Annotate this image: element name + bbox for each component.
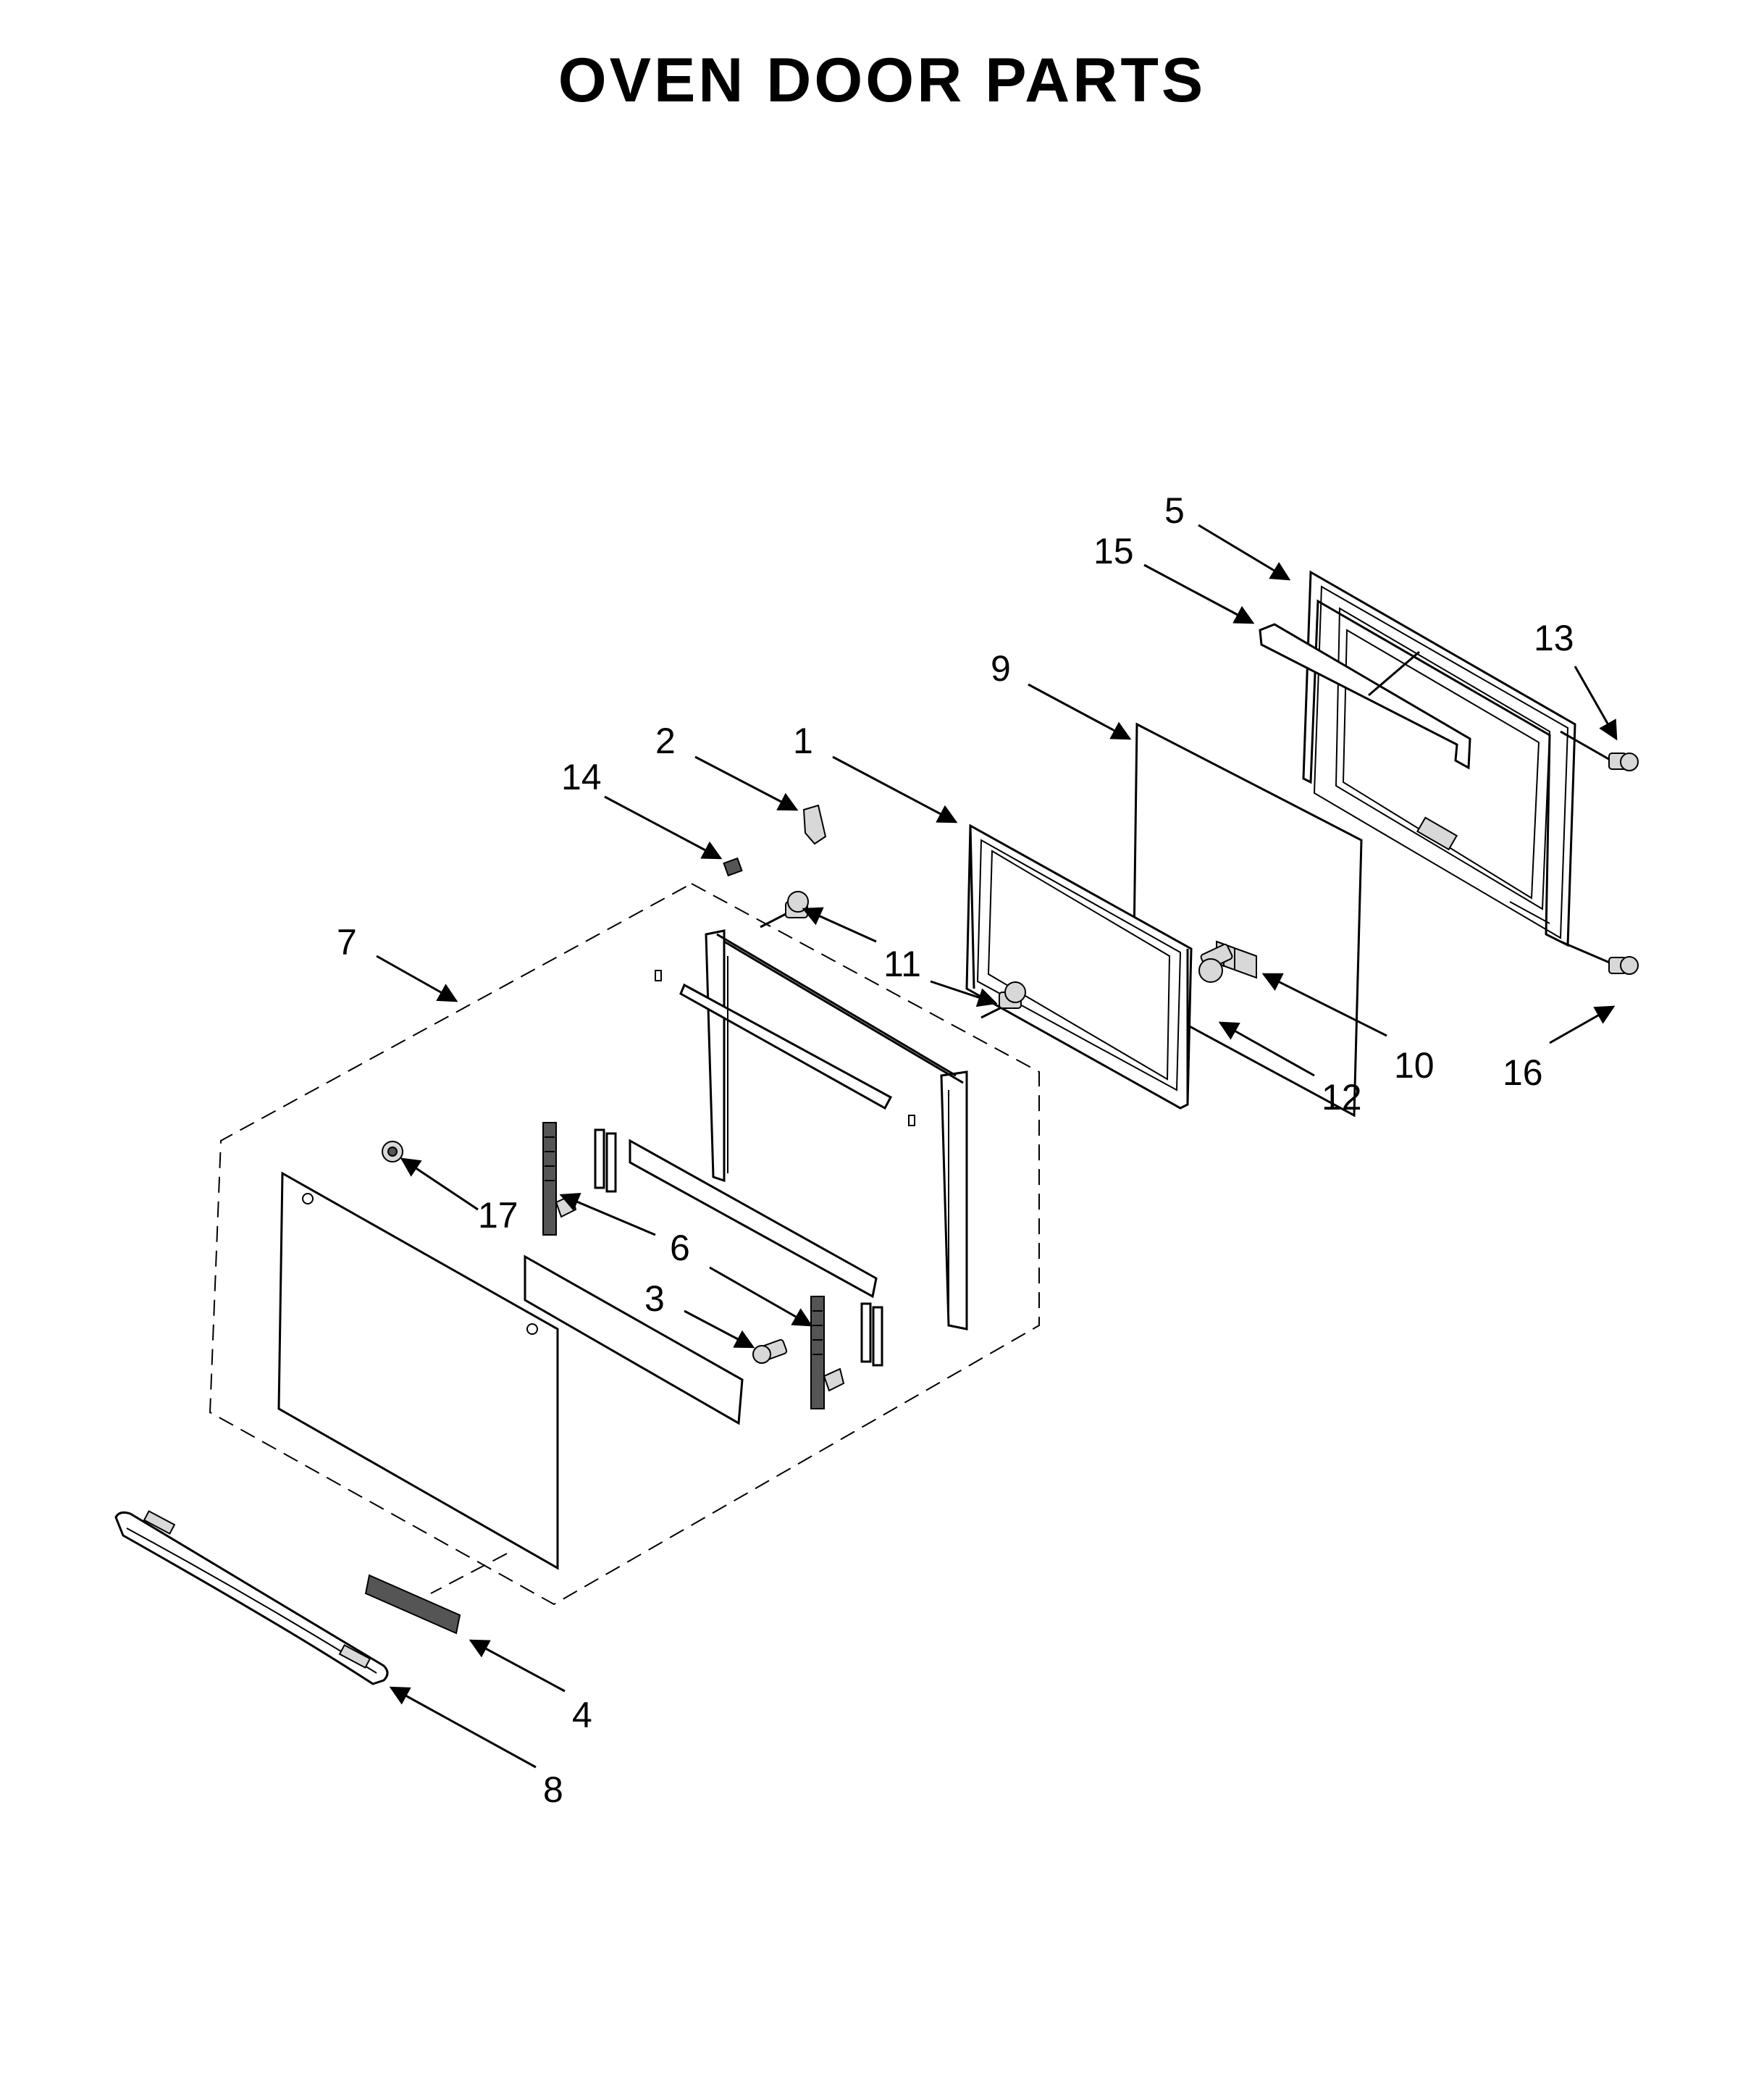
badge-part-4: [364, 1553, 508, 1635]
callout-1: 1: [793, 721, 813, 761]
callout-4: 4: [572, 1695, 592, 1735]
assembly-outline: [209, 883, 1040, 1606]
side-channel-assembly: [655, 929, 968, 1330]
leader-11-upper: [802, 907, 877, 943]
hinge-part-6-left: [542, 1122, 577, 1236]
leader-9: [1028, 683, 1132, 740]
page-title: OVEN DOOR PARTS: [558, 46, 1206, 115]
leader-lines: [376, 524, 1618, 1769]
leader-6-left: [559, 1193, 656, 1236]
screw-part-3: [752, 1338, 788, 1364]
bracket-part-2: [802, 804, 827, 845]
callout-6: 6: [670, 1228, 690, 1268]
plug-part-17: [382, 1141, 403, 1162]
outer-door-glass: [277, 1171, 559, 1570]
handle-part-8: [114, 1510, 389, 1685]
callout-13: 13: [1534, 618, 1574, 658]
inner-frame-part-1: [965, 823, 1193, 1110]
callout-16: 16: [1503, 1052, 1543, 1093]
leader-7: [376, 955, 458, 1002]
leader-6-right: [709, 1266, 813, 1327]
bracket-part-15: [1259, 623, 1471, 770]
screw-part-11-upper: [760, 891, 809, 929]
leader-2: [694, 755, 799, 811]
leader-1: [832, 755, 958, 823]
screw-part-11-lower: [980, 981, 1026, 1019]
insulation-strips: [524, 1128, 883, 1425]
callout-11: 11: [883, 944, 921, 984]
leader-15: [1143, 563, 1255, 624]
leader-5: [1198, 524, 1291, 581]
callout-10: 10: [1394, 1045, 1435, 1086]
callout-12: 12: [1322, 1077, 1362, 1118]
callout-9: 9: [991, 648, 1011, 689]
door-frame-part-5: [1302, 570, 1576, 947]
leader-10: [1261, 973, 1387, 1037]
leader-12: [1218, 1021, 1315, 1077]
clip-part-14: [723, 857, 743, 877]
leader-17: [400, 1157, 479, 1211]
leader-14: [604, 795, 723, 860]
screw-part-12: [1198, 943, 1233, 983]
leader-4: [469, 1639, 566, 1693]
hinge-part-6-right: [810, 1296, 845, 1409]
callout-2: 2: [655, 721, 676, 761]
callout-17: 17: [478, 1195, 518, 1236]
callout-7: 7: [337, 922, 357, 963]
leader-13: [1574, 666, 1618, 741]
callout-3: 3: [644, 1278, 665, 1319]
callout-15: 15: [1093, 531, 1134, 571]
leader-8: [389, 1686, 537, 1769]
screw-part-16: [1560, 940, 1639, 975]
callout-5: 5: [1164, 490, 1185, 531]
leader-16: [1549, 1005, 1616, 1044]
screw-part-13: [1560, 730, 1639, 771]
leader-3: [684, 1309, 755, 1349]
callout-8: 8: [543, 1769, 563, 1810]
callout-14: 14: [561, 757, 602, 797]
leader-11-lower: [930, 980, 998, 1007]
callout-labels: 5 15 13 9 2 1 14 7 11 10 12 16 17 6 3 4 …: [337, 490, 1574, 1810]
